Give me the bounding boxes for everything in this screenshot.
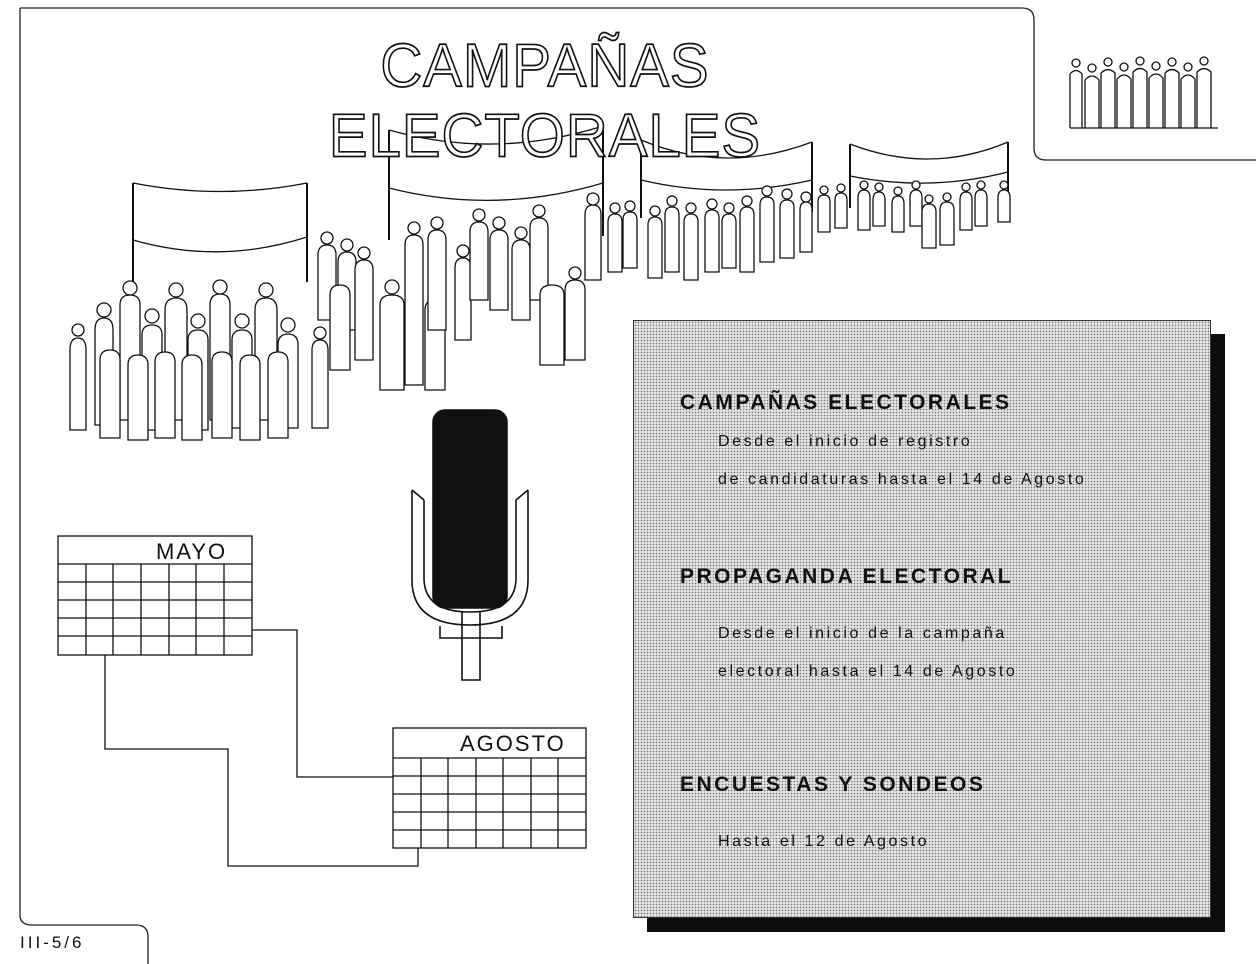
banner-icon: [132, 182, 308, 282]
section-heading-propaganda: PROPAGANDA ELECTORAL: [680, 565, 1014, 588]
section-line: Hasta el 12 de Agosto: [718, 833, 930, 850]
page-frame-left: [19, 8, 149, 964]
calendar-icon: [392, 727, 587, 849]
banner-icon: [388, 125, 604, 240]
section-heading-campaigns: CAMPAÑAS ELECTORALES: [680, 391, 1012, 414]
calendar-may-label: MAYO: [156, 539, 228, 564]
calendar-connector: [104, 629, 419, 867]
microphone-icon: [411, 409, 529, 681]
page-code: III-5/6: [20, 933, 85, 952]
page-title: CAMPAÑAS ELECTORALES: [328, 31, 762, 171]
banner-icon: [640, 139, 813, 218]
crowd-thumbnail-icon: [1069, 56, 1218, 129]
section-line: Desde el inicio de la campaña: [718, 625, 1007, 642]
section-line: electoral hasta el 14 de Agosto: [718, 663, 1018, 680]
crowd-illustration: [69, 180, 1011, 441]
calendar-august-label: AGOSTO: [460, 731, 566, 756]
calendar-icon: [57, 535, 253, 656]
section-heading-polls: ENCUESTAS Y SONDEOS: [680, 773, 986, 796]
section-line: de candidaturas hasta el 14 de Agosto: [718, 471, 1087, 488]
section-line: Desde el inicio de registro: [718, 433, 973, 450]
info-panel: CAMPAÑAS ELECTORALES Desde el inicio de …: [633, 320, 1211, 918]
page-frame: [20, 7, 1256, 161]
